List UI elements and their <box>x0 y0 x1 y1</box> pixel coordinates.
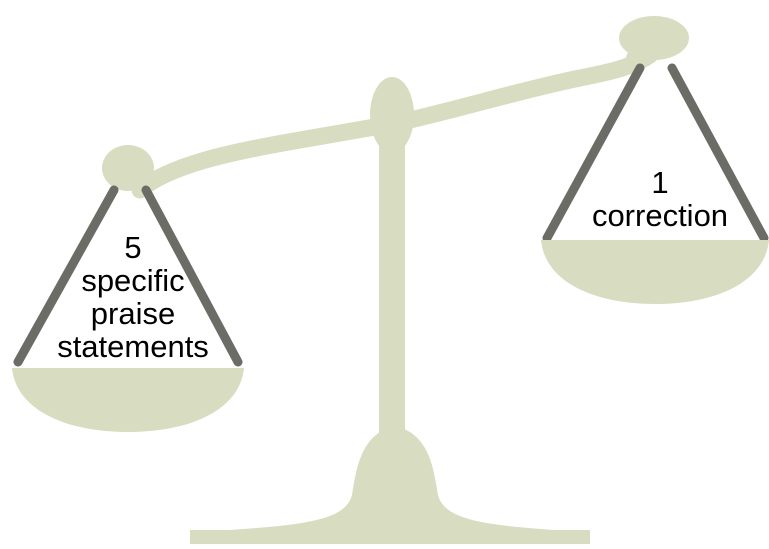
right-beam-curl <box>619 16 689 68</box>
right-pan-chains <box>542 63 769 243</box>
left-pan-line: praise <box>90 296 176 331</box>
left-pan-line: statements <box>57 329 209 364</box>
scale-beam <box>131 46 659 199</box>
left-pan-label: 5 specific praise statements <box>48 231 218 363</box>
scale-base <box>190 427 590 544</box>
right-pan-line: correction <box>591 198 729 233</box>
left-pan-line: 5 <box>124 230 142 265</box>
right-pan-line: 1 <box>651 165 669 200</box>
right-pan <box>541 240 769 304</box>
left-beam-curl <box>102 145 154 191</box>
right-pan-label: 1 correction <box>560 166 760 232</box>
left-pan-line: specific <box>81 263 185 298</box>
left-pan <box>12 368 244 432</box>
left-pan-chains <box>13 185 243 367</box>
